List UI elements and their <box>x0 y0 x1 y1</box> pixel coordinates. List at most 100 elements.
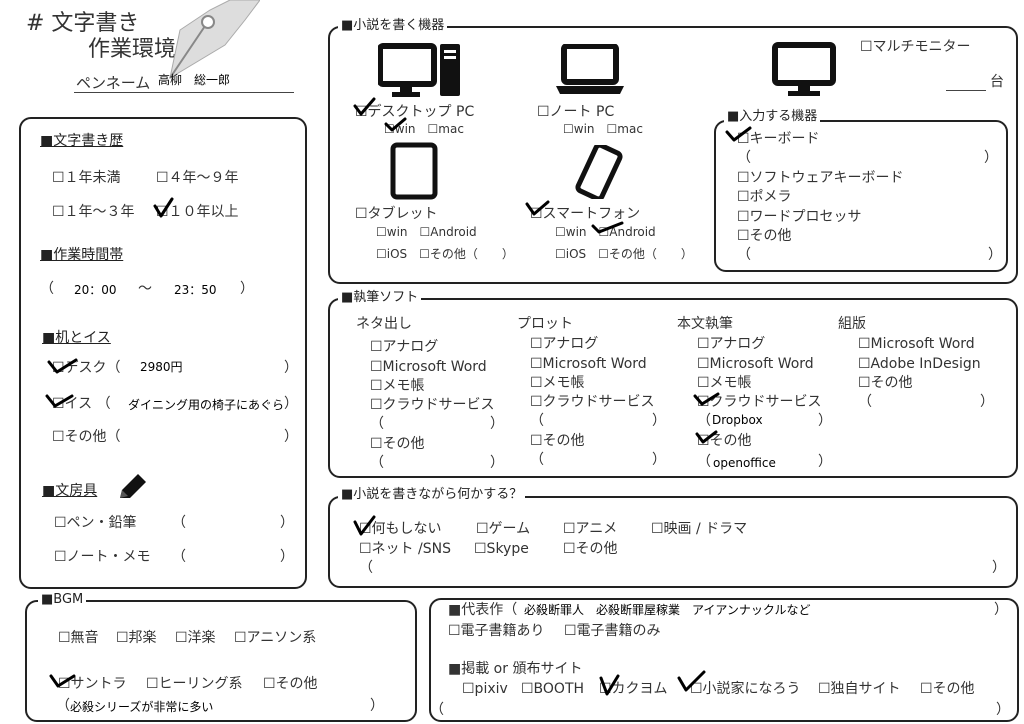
notebook-memo-option[interactable]: ☐ノート・メモ <box>54 549 151 565</box>
notebook-os-options[interactable]: ☐win ☐mac <box>563 122 643 136</box>
while-paren-close: ） <box>992 560 1006 576</box>
site-other[interactable]: ☐その他 <box>920 681 975 697</box>
sites-paren-open: （ <box>430 702 444 718</box>
bgm-healing[interactable]: ☐ヒーリング系 <box>146 676 243 692</box>
worktime-paren-close: ） <box>240 281 254 297</box>
monitor-unit: 台 <box>990 74 1004 90</box>
game-option[interactable]: ☐ゲーム <box>476 521 531 537</box>
plot-cloud[interactable]: ☐クラウドサービス <box>530 394 655 410</box>
main-other-paren-close: ） <box>818 454 832 470</box>
smartphone-option[interactable]: ☐スマートフォン <box>530 206 641 222</box>
while-other-option[interactable]: ☐その他 <box>563 541 618 557</box>
tablet-option[interactable]: ☐タブレット <box>355 206 438 222</box>
typeset-other-paren-close: ） <box>980 394 994 410</box>
software-keyboard-option[interactable]: ☐ソフトウェアキーボード <box>737 170 904 186</box>
tablet-os-options2[interactable]: ☐iOS ☐その他（ ） <box>376 247 514 261</box>
plot-other-paren-open: （ <box>530 452 544 468</box>
nothing-option[interactable]: ☐何もしない <box>359 521 442 537</box>
bgm-paren-close: ） <box>370 698 384 714</box>
input-other-paren-close: ） <box>988 247 1002 263</box>
input-devices-box <box>714 120 1008 272</box>
main-cloud[interactable]: ☐クラウドサービス <box>697 394 822 410</box>
desk-other-option[interactable]: ☐その他（ <box>52 429 121 445</box>
ideas-other[interactable]: ☐その他 <box>370 436 425 452</box>
plot-word[interactable]: ☐Microsoft Word <box>530 356 647 372</box>
main-cloud-paren-open: （ <box>697 413 711 429</box>
input-other-option[interactable]: ☐その他 <box>737 228 792 244</box>
bgm-jpop[interactable]: ☐邦楽 <box>116 630 157 646</box>
history-1-3years[interactable]: ☐１年～３年 <box>52 204 135 220</box>
ideas-word[interactable]: ☐Microsoft Word <box>370 359 487 375</box>
site-narou[interactable]: ☐小説家になろう <box>690 681 801 697</box>
plot-analog[interactable]: ☐アナログ <box>530 336 599 352</box>
main-analog[interactable]: ☐アナログ <box>697 336 766 352</box>
site-kakuyomu[interactable]: ☐カクヨム <box>599 681 668 697</box>
main-cloud-value: Dropbox <box>712 413 763 427</box>
bgm-legend: ■BGM <box>38 593 87 607</box>
worktime-end: 23：50 <box>174 283 217 297</box>
site-pixiv[interactable]: ☐pixiv <box>462 681 508 697</box>
word-processor-option[interactable]: ☐ワードプロセッサ <box>737 209 862 225</box>
input-other-paren-open: （ <box>737 247 751 263</box>
ebook-only-option[interactable]: ☐電子書籍のみ <box>564 623 661 639</box>
worktime-start: 20：00 <box>74 283 117 297</box>
bgm-silent[interactable]: ☐無音 <box>58 630 99 646</box>
main-word[interactable]: ☐Microsoft Word <box>697 356 814 372</box>
main-cloud-paren-close: ） <box>818 413 832 429</box>
worktime-title: ■作業時間帯 <box>40 247 124 263</box>
history-10years-plus[interactable]: ☐１０年以上 <box>156 204 239 220</box>
check-icon <box>695 430 718 444</box>
plot-other-paren-close: ） <box>652 452 666 468</box>
ideas-other-paren-close: ） <box>490 455 504 471</box>
bgm-other[interactable]: ☐その他 <box>263 676 318 692</box>
smartphone-os-options2[interactable]: ☐iOS ☐その他（ ） <box>555 247 693 261</box>
keyboard-option[interactable]: ☐キーボード <box>737 131 820 147</box>
history-under-1year[interactable]: ☐１年未満 <box>52 170 121 186</box>
movie-drama-option[interactable]: ☐映画 / ドラマ <box>651 521 748 537</box>
main-memo[interactable]: ☐メモ帳 <box>697 375 752 391</box>
plot-other[interactable]: ☐その他 <box>530 433 585 449</box>
ideas-analog[interactable]: ☐アナログ <box>370 339 439 355</box>
smartphone-os-options1[interactable]: ☐win ☐Android <box>555 225 656 239</box>
ebook-available-option[interactable]: ☐電子書籍あり <box>448 623 545 639</box>
bgm-box <box>25 600 417 722</box>
plot-memo[interactable]: ☐メモ帳 <box>530 375 585 391</box>
typeset-word[interactable]: ☐Microsoft Word <box>858 336 975 352</box>
keyboard-paren-close: ） <box>984 150 998 166</box>
pen-pencil-option[interactable]: ☐ペン・鉛筆 <box>54 515 137 531</box>
bgm-anison[interactable]: ☐アニソン系 <box>234 630 317 646</box>
notebook-paren-close: ） <box>280 549 294 565</box>
desk-other-paren-close: ） <box>284 429 298 445</box>
pen-name-line <box>74 92 294 93</box>
multi-monitor-option[interactable]: ☐マルチモニター <box>860 39 971 55</box>
pencil-icon <box>120 474 146 498</box>
devices-legend: ■小説を書く機器 <box>338 19 448 33</box>
check-icon <box>353 97 376 116</box>
check-icon <box>353 515 376 536</box>
desktop-os-options[interactable]: ☐win ☐mac <box>384 122 464 136</box>
site-own[interactable]: ☐独自サイト <box>818 681 901 697</box>
desk-value: 2980円 <box>140 360 183 374</box>
laptop-icon <box>556 44 624 94</box>
keyboard-paren-open: （ <box>737 150 751 166</box>
typeset-other[interactable]: ☐その他 <box>858 375 913 391</box>
tablet-os-options1[interactable]: ☐win ☐Android <box>376 225 477 239</box>
while-writing-box <box>328 496 1018 588</box>
skype-option[interactable]: ☐Skype <box>474 541 529 557</box>
bgm-note: 必殺シリーズが非常に多い <box>70 700 214 714</box>
bgm-soundtrack[interactable]: ☐サントラ <box>58 676 127 692</box>
desktop-option[interactable]: ☐デスクトップ PC <box>355 104 475 120</box>
typeset-indesign[interactable]: ☐Adobe InDesign <box>858 356 981 372</box>
pomera-option[interactable]: ☐ポメラ <box>737 189 792 205</box>
pen-name-label: ペンネーム <box>76 74 151 92</box>
net-sns-option[interactable]: ☐ネット /SNS <box>359 541 451 557</box>
site-booth[interactable]: ☐BOOTH <box>521 681 585 697</box>
ideas-memo[interactable]: ☐メモ帳 <box>370 378 425 394</box>
history-4-9years[interactable]: ☐４年～９年 <box>156 170 239 186</box>
ideas-cloud[interactable]: ☐クラウドサービス <box>370 397 495 413</box>
anime-option[interactable]: ☐アニメ <box>563 521 618 537</box>
check-icon <box>153 197 174 218</box>
bgm-western[interactable]: ☐洋楽 <box>175 630 216 646</box>
worktime-paren-open: （ <box>40 281 54 297</box>
notebook-option[interactable]: ☐ノート PC <box>537 104 615 120</box>
